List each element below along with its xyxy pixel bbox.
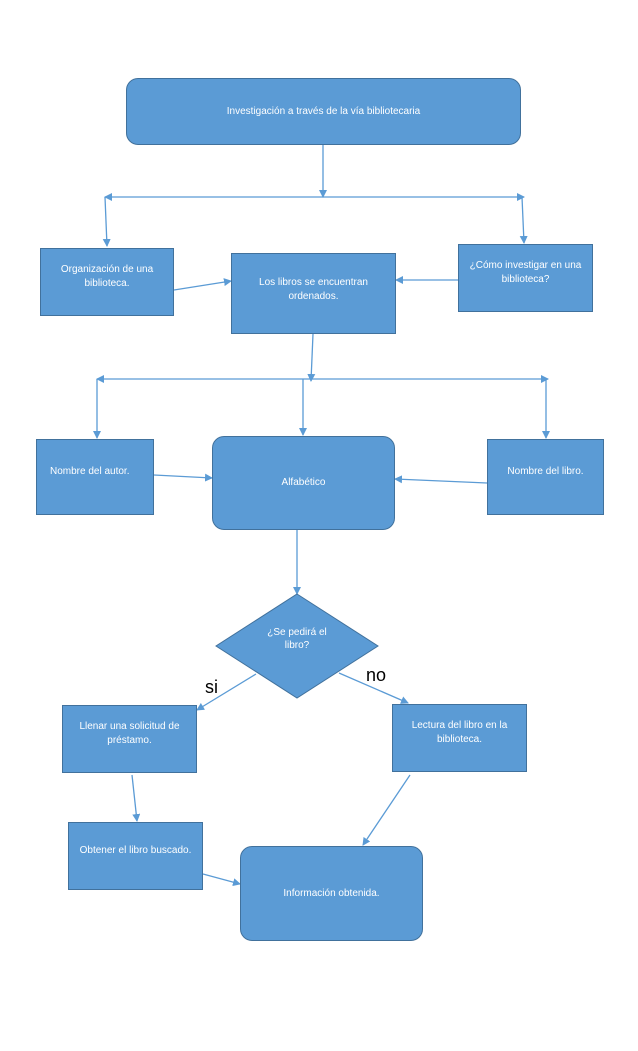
node-llenar-solicitud: Llenar una solicitud de préstamo. bbox=[62, 705, 197, 773]
node-text: Los libros se encuentran ordenados. bbox=[259, 277, 368, 302]
node-text: ¿Cómo investigar en una biblioteca? bbox=[469, 260, 582, 285]
node-libros-ordenados: Los libros se encuentran ordenados. bbox=[231, 253, 396, 334]
edge bbox=[102, 196, 111, 247]
label-no: no bbox=[366, 665, 387, 685]
node-title: Investigación a través de la vía bibliot… bbox=[126, 78, 521, 145]
node-lectura: Lectura del libro en la biblioteca. bbox=[392, 704, 527, 772]
edge bbox=[394, 475, 488, 484]
node-organizacion: Organización de una biblioteca. bbox=[40, 248, 174, 316]
label-yes: si bbox=[205, 677, 218, 697]
node-text: Nombre del autor. bbox=[50, 466, 130, 477]
node-text: Alfabético bbox=[281, 477, 326, 488]
node-text: Llenar una solicitud de préstamo. bbox=[79, 721, 180, 746]
node-text: Lectura del libro en la biblioteca. bbox=[411, 720, 508, 745]
edge bbox=[307, 333, 316, 382]
node-nombre-libro: Nombre del libro. bbox=[487, 439, 604, 515]
decision-diamond bbox=[215, 593, 379, 699]
edge bbox=[338, 672, 409, 704]
node-text: Organización de una biblioteca. bbox=[60, 264, 154, 289]
node-text: Información obtenida. bbox=[283, 887, 380, 899]
edge bbox=[153, 473, 213, 482]
node-text: Nombre del libro. bbox=[507, 466, 584, 477]
node-como-investigar: ¿Cómo investigar en una biblioteca? bbox=[458, 244, 593, 312]
node-text: Obtener el libro buscado. bbox=[79, 845, 192, 856]
node-text: Investigación a través de la vía bibliot… bbox=[226, 105, 421, 117]
decision-text: ¿Se pedirá el libro? bbox=[267, 627, 327, 651]
edge bbox=[519, 196, 528, 244]
node-alfabetico: Alfabético bbox=[212, 436, 395, 530]
edge bbox=[202, 873, 241, 887]
edge bbox=[131, 774, 141, 822]
node-obtener: Obtener el libro buscado. bbox=[68, 822, 203, 890]
node-nombre-autor: Nombre del autor. bbox=[36, 439, 154, 515]
edge bbox=[362, 774, 411, 846]
edge bbox=[173, 278, 232, 291]
node-informacion: Información obtenida. bbox=[240, 846, 423, 941]
edge bbox=[196, 673, 257, 711]
